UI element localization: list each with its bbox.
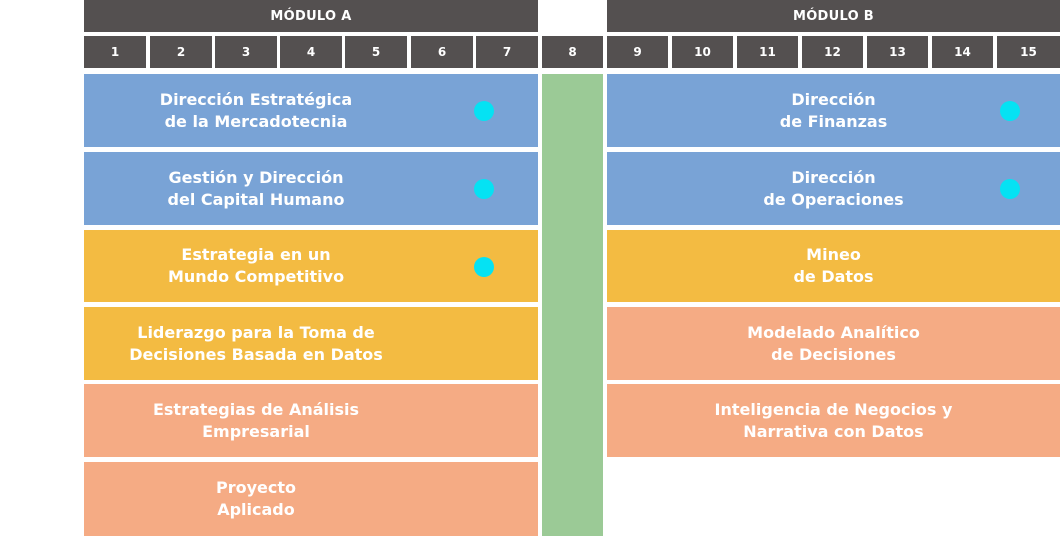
course-b-3: Mineo de Datos: [607, 230, 1060, 302]
course-a-3-title: Estrategia en un Mundo Competitivo: [167, 245, 345, 286]
module-a-header: MÓDULO A: [84, 0, 538, 32]
week-8-break-column: [542, 74, 603, 536]
week-14-cell: 14: [932, 36, 993, 68]
week-12-cell: 12: [802, 36, 863, 68]
week-11-cell: 11: [737, 36, 798, 68]
course-b-1: Dirección de Finanzas: [607, 74, 1060, 147]
course-b-4: Modelado Analítico de Decisiones: [607, 307, 1060, 380]
week-8-cell: 8: [542, 36, 603, 68]
week-13-cell: 13: [867, 36, 928, 68]
course-b-5-title: Inteligencia de Negocios y Narrativa con…: [714, 399, 953, 441]
course-a-1: Dirección Estratégica de la Mercadotecni…: [84, 74, 538, 147]
week-10-cell: 10: [672, 36, 733, 68]
course-a-3: Estrategia en un Mundo Competitivo: [84, 230, 538, 302]
course-b-2-title: Dirección de Operaciones: [763, 167, 904, 209]
course-b-3-title: Mineo de Datos: [793, 245, 874, 286]
module-b-header: MÓDULO B: [607, 0, 1060, 32]
course-a-4-title: Liderazgo para la Toma de Decisiones Bas…: [129, 322, 383, 364]
course-a-2-dot-icon: [474, 179, 494, 199]
week-9-cell: 9: [607, 36, 668, 68]
course-a-6-title: Proyecto Aplicado: [215, 478, 296, 519]
week-15-cell: 15: [997, 36, 1060, 68]
course-b-5: Inteligencia de Negocios y Narrativa con…: [607, 384, 1060, 457]
week-1-cell: 1: [84, 36, 146, 68]
week-2-cell: 2: [150, 36, 212, 68]
course-a-1-dot-icon: [474, 101, 494, 121]
course-a-6: Proyecto Aplicado: [84, 462, 538, 536]
course-a-5-title: Estrategias de Análisis Empresarial: [152, 399, 360, 441]
course-a-3-dot-icon: [474, 257, 494, 277]
week-6-cell: 6: [411, 36, 473, 68]
course-b-2: Dirección de Operaciones: [607, 152, 1060, 225]
course-a-4: Liderazgo para la Toma de Decisiones Bas…: [84, 307, 538, 380]
course-b-2-dot-icon: [1000, 179, 1020, 199]
course-b-1-title: Dirección de Finanzas: [779, 89, 888, 131]
course-a-2-title: Gestión y Dirección del Capital Humano: [167, 167, 345, 209]
course-a-5: Estrategias de Análisis Empresarial: [84, 384, 538, 457]
course-b-4-title: Modelado Analítico de Decisiones: [747, 322, 920, 364]
week-4-cell: 4: [280, 36, 342, 68]
course-b-1-dot-icon: [1000, 101, 1020, 121]
course-a-1-title: Dirección Estratégica de la Mercadotecni…: [159, 89, 353, 131]
course-a-2: Gestión y Dirección del Capital Humano: [84, 152, 538, 225]
week-3-cell: 3: [215, 36, 277, 68]
week-7-cell: 7: [476, 36, 538, 68]
week-5-cell: 5: [345, 36, 407, 68]
